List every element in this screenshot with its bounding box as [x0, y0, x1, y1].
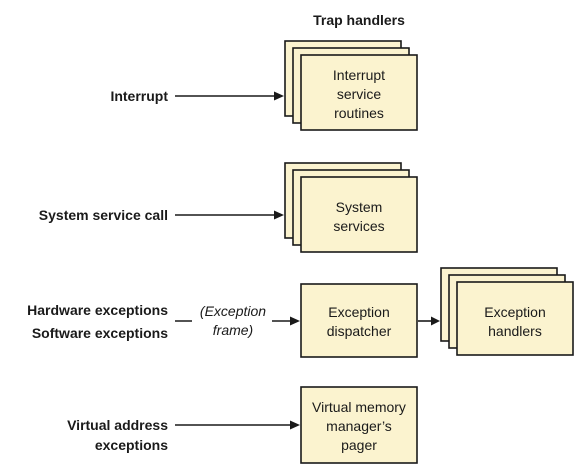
interrupt-service-routines-stack: Interrupt service routines [284, 40, 418, 131]
exception-handlers-stack: Exception handlers [440, 267, 574, 356]
isr-line-2: service [337, 86, 382, 102]
system-services-line-2: services [333, 218, 384, 234]
exception-frame-annotation-line-1: (Exception [200, 303, 266, 319]
exception-frame-annotation-line-2: frame) [213, 322, 253, 338]
isr-line-3: routines [334, 105, 384, 121]
virtual-address-arrow [175, 420, 300, 430]
vm-pager-line-3: pager [341, 437, 377, 453]
exception-dispatcher-line-2: dispatcher [327, 323, 392, 339]
exception-frame-arrow [272, 316, 300, 326]
vm-pager-node: Virtual memory manager’s pager [300, 386, 418, 464]
exception-handlers-box [456, 281, 574, 356]
hardware-exceptions-label: Hardware exceptions [27, 302, 168, 318]
exception-dispatcher-line-1: Exception [328, 304, 389, 320]
virtual-address-label-line-1: Virtual address [67, 417, 168, 433]
interrupt-label: Interrupt [110, 88, 168, 104]
system-service-call-label: System service call [39, 207, 168, 223]
dispatcher-to-handlers-arrow [418, 316, 440, 326]
exception-handlers-line-2: handlers [488, 323, 542, 339]
system-services-box [300, 176, 418, 253]
vm-pager-line-1: Virtual memory [312, 399, 406, 415]
interrupt-arrow [175, 91, 284, 101]
system-services-line-1: System [336, 199, 383, 215]
diagram-title: Trap handlers [313, 12, 405, 28]
exception-dispatcher-box [300, 283, 418, 358]
interrupt-service-routines-box [300, 54, 418, 131]
system-services-stack: System services [284, 162, 418, 253]
software-exceptions-label: Software exceptions [32, 325, 168, 341]
virtual-address-label-line-2: exceptions [95, 437, 168, 453]
system-service-arrow [175, 210, 284, 220]
vm-pager-line-2: manager’s [326, 418, 392, 434]
exception-handlers-line-1: Exception [484, 304, 545, 320]
exception-dispatcher-node: Exception dispatcher [300, 283, 418, 358]
isr-line-1: Interrupt [333, 67, 385, 83]
vm-manager-pager-box [300, 386, 418, 464]
